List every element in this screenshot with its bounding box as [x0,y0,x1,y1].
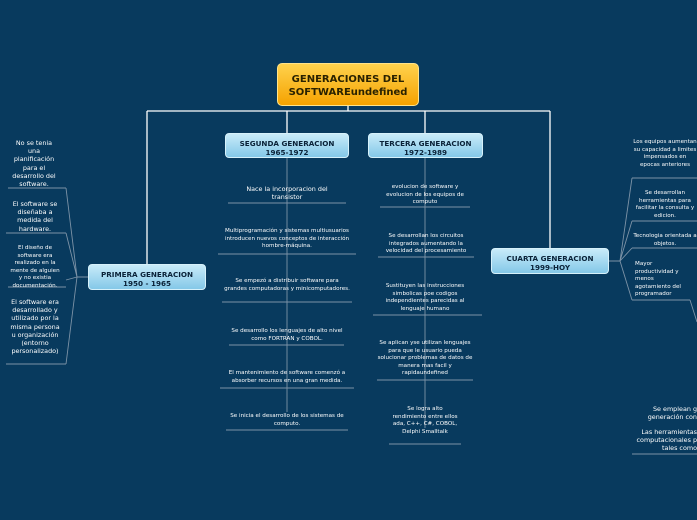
node-segunda-generacion[interactable]: SEGUNDA GENERACION 1965-1972 [225,133,349,158]
segunda-item-4[interactable]: Se desarrollo los lenguajes de alto nive… [231,328,343,342]
primera-title: PRIMERA GENERACION [100,270,194,279]
root-title-line1: GENERACIONES DEL [291,74,405,85]
cuarta-extra-2[interactable]: Las herramientas computacionales p tales… [636,428,697,453]
segunda-item-2[interactable]: Multiprogramación y sistemas multiusuari… [224,228,350,250]
segunda-years: 1965-1972 [265,148,309,157]
node-tercera-generacion[interactable]: TERCERA GENERACION 1972-1989 [368,133,483,158]
tercera-item-3[interactable]: Sustituyen las instrucciones simbolicas … [385,283,465,312]
cuarta-title: CUARTA GENERACION [506,254,594,263]
tercera-item-5[interactable]: Se logra alto rendimiento entre ellos ad… [392,406,458,435]
segunda-item-3[interactable]: Se empezó a distribuir software para gra… [224,278,350,292]
primera-item-4[interactable]: El software era desarrollado y utilizado… [10,298,60,356]
primera-item-1[interactable]: No se tenia una planificación para el de… [12,139,56,189]
cuarta-item-4[interactable]: Mayor productividad y menos agotamiento … [635,261,681,298]
node-cuarta-generacion[interactable]: CUARTA GENERACION 1999-HOY [491,248,609,274]
cuarta-item-3[interactable]: Tecnologia orientada a objetos. [633,233,697,247]
root-title-line2: SOFTWAREundefined [288,87,408,98]
primera-years: 1950 - 1965 [123,279,171,288]
node-primera-generacion[interactable]: PRIMERA GENERACION 1950 - 1965 [88,264,206,290]
cuarta-item-2[interactable]: Se desarrollan herramientas para facilit… [635,190,695,219]
cuarta-years: 1999-HOY [529,263,571,272]
primera-item-2[interactable]: El software se diseñaba a medida del har… [12,200,58,233]
tercera-title: TERCERA GENERACION [379,139,472,148]
cuarta-item-1[interactable]: Los equipos aumentan su capacidad a limi… [633,139,697,168]
segunda-item-5[interactable]: El mantenimiento de software comenzó a a… [228,370,346,384]
segunda-item-1[interactable]: Nace la incorporacion del transistor [246,185,328,202]
cuarta-extra-1[interactable]: Se emplean g generación con [647,405,697,422]
tercera-item-2[interactable]: Se desarrollan los circuitos integrados … [385,233,467,255]
tercera-item-4[interactable]: Se aplican yse utilizan lenguajes para q… [377,340,473,377]
segunda-title: SEGUNDA GENERACION [239,139,335,148]
primera-item-3[interactable]: El diseño de software era realizado en l… [10,245,60,289]
root-topic-generaciones[interactable]: GENERACIONES DEL SOFTWAREundefined [277,63,419,106]
tercera-years: 1972-1989 [404,148,447,157]
segunda-item-6[interactable]: Se inicia el desarrollo de los sistemas … [230,413,344,427]
tercera-item-1[interactable]: evolucion de software y evolucion de los… [386,184,464,206]
